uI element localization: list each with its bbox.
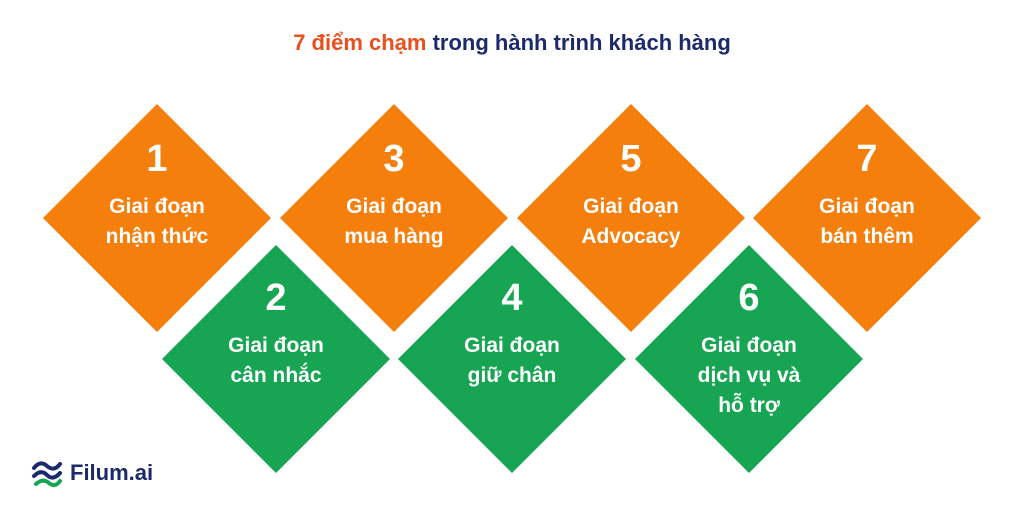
diamond-stage-2 — [162, 245, 390, 473]
stage-label-line1: Giai đoạn — [701, 334, 797, 357]
stage-label-line2: Advocacy — [581, 225, 681, 248]
stage-number: 5 — [620, 138, 642, 180]
stage-label-line2: dịch vụ và — [697, 364, 801, 387]
stage-label-line1: Giai đoạn — [109, 195, 205, 218]
diamond-stage-6 — [635, 245, 863, 473]
title-rest: trong hành trình khách hàng — [426, 30, 731, 55]
brand-logo: Filum.ai — [30, 455, 153, 491]
diamond-stage-7 — [753, 104, 981, 332]
stage-label-line2: bán thêm — [820, 225, 914, 248]
diamond-stage-1 — [43, 104, 271, 332]
stage-label-line1: Giai đoạn — [583, 195, 679, 218]
stage-6: 6 Giai đoạn dịch vụ và hỗ trợ — [649, 277, 849, 421]
stage-label-line2: cân nhắc — [230, 364, 322, 387]
stage-number: 2 — [265, 277, 287, 319]
stage-4: 4 Giai đoạn giữ chân — [412, 277, 612, 391]
stage-label-line1: Giai đoạn — [228, 334, 324, 357]
logo-text: Filum.ai — [70, 460, 154, 485]
filum-logo-icon — [32, 461, 62, 488]
diamond-stage-5 — [517, 104, 745, 332]
stage-3: 3 Giai đoạn mua hàng — [294, 138, 494, 252]
stage-5: 5 Giai đoạn Advocacy — [531, 138, 731, 252]
stage-1: 1 Giai đoạn nhận thức — [57, 138, 257, 252]
stage-label-line2: nhận thức — [105, 225, 209, 248]
stage-label-line1: Giai đoạn — [819, 195, 915, 218]
stage-label-line2: giữ chân — [467, 364, 557, 387]
stage-number: 7 — [856, 138, 878, 180]
stage-7: 7 Giai đoạn bán thêm — [767, 138, 967, 252]
stage-label-line2: mua hàng — [344, 225, 444, 248]
stage-2: 2 Giai đoạn cân nhắc — [176, 277, 376, 391]
diamond-stage-4 — [398, 245, 626, 473]
page-title: 7 điểm chạm trong hành trình khách hàng — [0, 30, 1024, 56]
stage-label-line1: Giai đoạn — [464, 334, 560, 357]
stage-label-line1: Giai đoạn — [346, 195, 442, 218]
stage-number: 4 — [501, 277, 523, 319]
stage-number: 6 — [738, 277, 760, 319]
stage-number: 1 — [146, 138, 168, 180]
title-highlight: 7 điểm chạm — [293, 30, 427, 55]
diamond-stage-3 — [280, 104, 508, 332]
stage-number: 3 — [383, 138, 405, 180]
stage-label-line3: hỗ trợ — [718, 394, 780, 417]
